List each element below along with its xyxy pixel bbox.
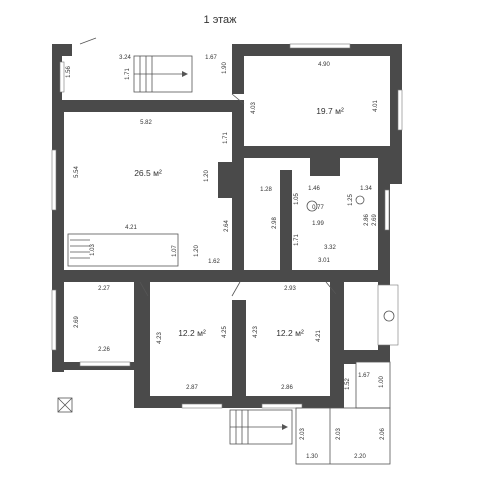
area-room-top-right: 19.7 м²	[316, 106, 344, 116]
terrace-outline	[295, 361, 391, 465]
dim-label: 3.24	[119, 55, 131, 61]
dim-label: 1.34	[360, 186, 372, 192]
wall-bottom-right-room-right	[330, 282, 344, 408]
dim-label: 1.56	[66, 66, 72, 78]
window-lower-left	[51, 289, 57, 351]
toilet-icon	[306, 200, 318, 212]
dim-label: 1.52	[345, 378, 351, 390]
dim-label: 1.25	[348, 194, 354, 206]
dim-label: 2.69	[372, 214, 378, 226]
stairs-main	[67, 233, 179, 267]
wall-bath-right	[378, 158, 390, 278]
dim-label: 2.98	[272, 217, 278, 229]
dim-label: 3.01	[318, 258, 330, 264]
wall-right-room-left	[232, 44, 244, 94]
bay-fixture-icon	[383, 310, 395, 322]
wall-bottom-divider	[232, 300, 246, 408]
wall-bath-left	[280, 170, 292, 280]
wall-terrace-post	[344, 350, 356, 364]
wall-main-left	[52, 100, 64, 285]
compass-icon	[57, 397, 73, 413]
wall-right-room-bottom	[244, 146, 402, 158]
window-right-room	[397, 89, 403, 131]
stairs-top	[133, 55, 193, 93]
dim-label: 2.86	[281, 385, 293, 391]
dim-label: 4.90	[318, 62, 330, 68]
area-room-bottom-left: 12.2 м²	[178, 328, 206, 338]
dim-label: 1.71	[294, 234, 300, 246]
wall-fireplace	[218, 162, 232, 198]
dim-label: 1.67	[358, 373, 370, 379]
sink-icon	[355, 195, 365, 205]
dim-label: 2.06	[380, 428, 386, 440]
dimension-labels: 3.24 1.67 4.90 1.56 1.71 1.90 4.03 4.01 …	[66, 55, 386, 460]
dim-label: 4.25	[222, 326, 228, 338]
dim-label: 1.71	[125, 68, 131, 80]
stairs-bottom	[229, 409, 293, 445]
dim-label: 4.21	[316, 330, 322, 342]
window-bath	[384, 189, 390, 231]
wall-main-right	[232, 112, 244, 272]
dim-label: 2.27	[98, 286, 110, 292]
dim-label: 2.86	[364, 214, 370, 226]
wall-main-top	[52, 100, 244, 112]
window-entry	[59, 61, 65, 93]
wall-bottom-left-room-left	[134, 282, 150, 408]
dim-label: 1.67	[205, 55, 217, 61]
window-bay-right	[377, 284, 399, 346]
dim-label: 1.62	[208, 259, 220, 265]
area-room-bottom-right: 12.2 м²	[276, 328, 304, 338]
dim-label: 4.23	[157, 332, 163, 344]
plan-title: 1 этаж	[204, 14, 238, 26]
dim-label: 1.28	[260, 187, 272, 193]
dim-label: 2.03	[336, 428, 342, 440]
dim-label: 1.99	[312, 221, 324, 227]
dim-label: 1.90	[222, 62, 228, 74]
dim-label: 0.77	[312, 205, 324, 211]
dim-label: 4.23	[253, 326, 259, 338]
windows	[51, 43, 403, 409]
dim-label: 1.05	[294, 193, 300, 205]
dim-label: 2.69	[74, 316, 80, 328]
dim-label: 2.93	[284, 286, 296, 292]
dim-label: 4.21	[125, 225, 137, 231]
dim-label: 1.20	[204, 170, 210, 182]
dim-label: 5.82	[140, 120, 152, 126]
dim-label: 1.07	[172, 245, 178, 257]
window-main-left	[51, 149, 57, 211]
dim-label: 1.30	[306, 454, 318, 460]
wall-entry-left	[52, 44, 62, 100]
window-top-right	[289, 43, 351, 49]
wall-mid-left	[52, 270, 252, 282]
wall-bath-bottom	[280, 270, 390, 282]
dim-label: 2.20	[354, 454, 366, 460]
dim-label: 2.87	[186, 385, 198, 391]
window-bottom-right	[261, 403, 303, 409]
dim-label: 5.54	[74, 166, 80, 178]
wall-bath-chimney	[310, 158, 340, 176]
doors	[79, 37, 337, 297]
dim-label: 4.03	[251, 102, 257, 114]
window-bottom-left	[181, 403, 223, 409]
area-room-main: 26.5 м²	[134, 168, 162, 178]
dim-label: 1.03	[90, 244, 96, 256]
wall-bottom	[134, 396, 344, 408]
dim-label: 4.01	[373, 100, 379, 112]
dim-label: 2.26	[98, 347, 110, 353]
window-lower-bottom	[79, 361, 131, 367]
dim-label: 1.00	[379, 376, 385, 388]
dim-label: 3.32	[324, 245, 336, 251]
dim-label: 2.03	[300, 428, 306, 440]
wall-mid-center	[244, 270, 290, 282]
dim-label: 1.46	[308, 186, 320, 192]
dim-label: 2.64	[224, 220, 230, 232]
wall-top-right	[232, 44, 402, 56]
dim-label: 1.20	[194, 245, 200, 257]
dim-label: 1.71	[223, 132, 229, 144]
